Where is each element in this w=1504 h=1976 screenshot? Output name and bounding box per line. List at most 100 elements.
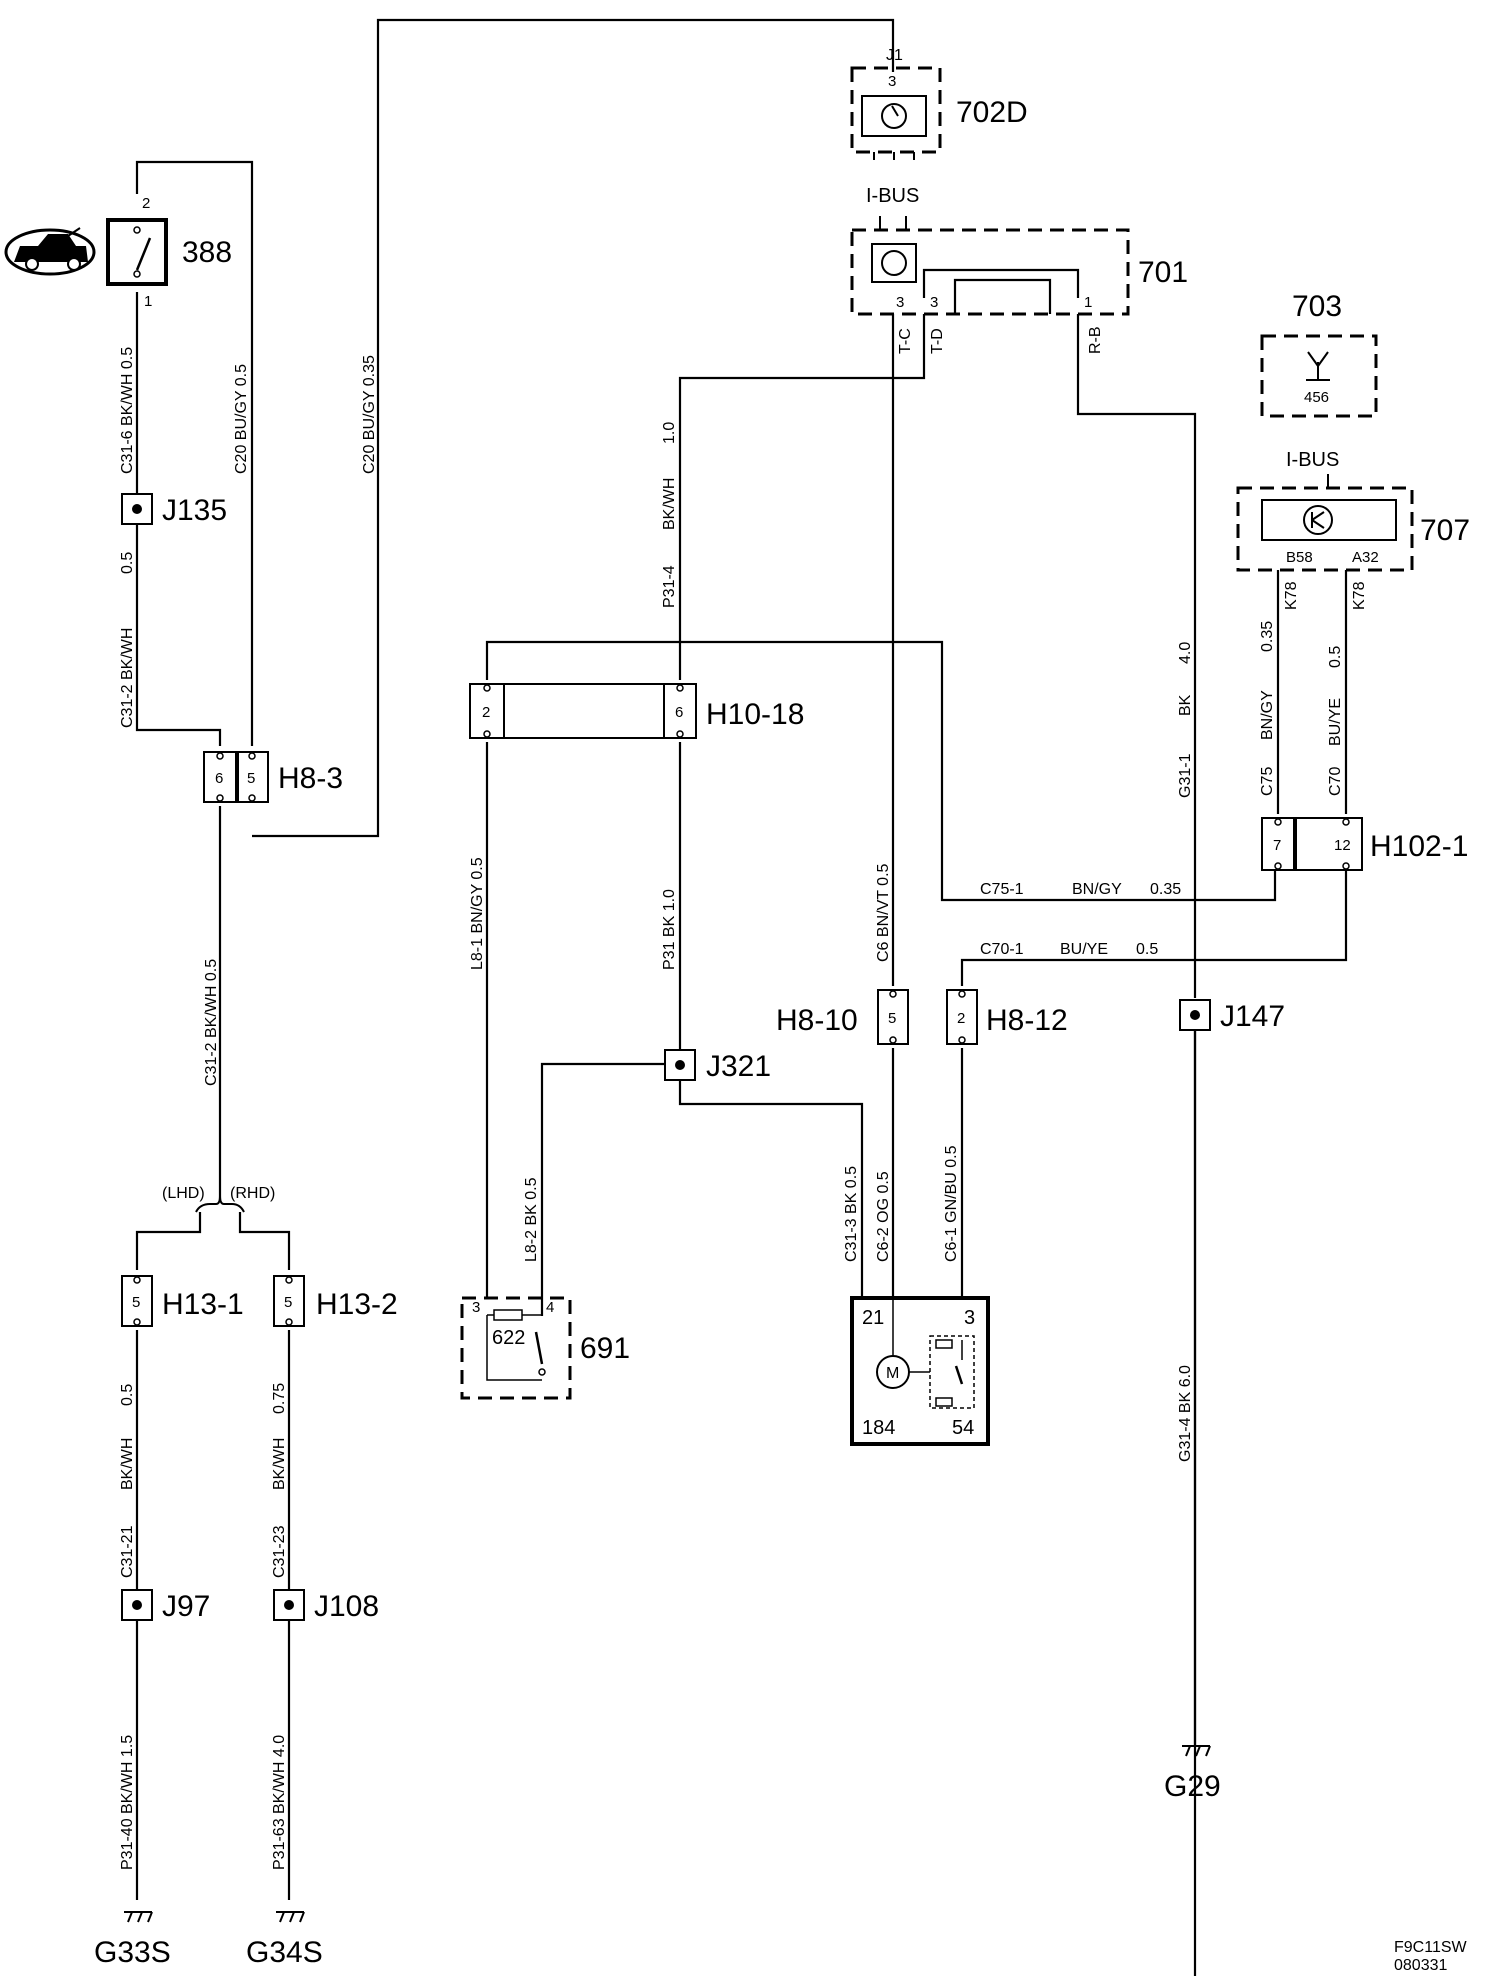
pin-label: 21 xyxy=(862,1307,884,1329)
junction-label: J97 xyxy=(162,1590,210,1623)
connector-label: J1 xyxy=(886,47,903,64)
connector-h8-12: 2 H8-12 xyxy=(946,989,1068,1045)
connector-h8-10: 5 H8-10 xyxy=(776,989,909,1045)
wire-p31-4 xyxy=(678,314,926,680)
pin-label: 5 xyxy=(284,1294,292,1311)
wire-701-bracket xyxy=(953,278,1052,314)
ground-g33s: G33S xyxy=(94,1911,171,1969)
terminal-label: T-D xyxy=(929,328,946,354)
wire-labels: C31-6 BK/WH 0.5 C20 BU/GY 0.5 C20 BU/GY … xyxy=(119,347,1344,1870)
pin-label: 2 xyxy=(482,704,490,721)
wire-label-c20-a: C20 BU/GY 0.5 xyxy=(233,364,250,474)
junction-j108: J108 xyxy=(273,1589,379,1623)
connector-h8-3: 6 5 H8-3 xyxy=(203,751,343,803)
connector-h13-2: 5 H13-2 xyxy=(273,1275,398,1327)
junction-j321: J321 xyxy=(664,1049,771,1083)
component-687h: 21 3 184 54 M xyxy=(850,1296,990,1446)
wire-g31-1 xyxy=(1076,314,1197,998)
variant-label: (RHD) xyxy=(230,1185,275,1202)
ground-label: G29 xyxy=(1164,1770,1221,1803)
pin-label: 6 xyxy=(215,770,223,787)
antenna-icon xyxy=(1306,351,1330,381)
connector-label: H10-18 xyxy=(706,698,804,731)
connector-h10-18: 2 6 H10-18 xyxy=(469,683,804,739)
component-label: 691 xyxy=(580,1332,630,1365)
pin-label: 5 xyxy=(888,1010,896,1027)
wire-label-c75-col: BN/GY xyxy=(1259,690,1276,740)
junction-label: J108 xyxy=(314,1590,379,1623)
wire-label-c75-num: 0.35 xyxy=(1259,621,1276,652)
pin-label: 7 xyxy=(1273,837,1281,854)
junction-j135: J135 xyxy=(121,493,227,527)
pin-label: 4 xyxy=(546,1299,554,1316)
wire-label-l8-1: L8-1 BN/GY 0.5 xyxy=(469,857,486,970)
wire-label-c31-3: C31-3 BK 0.5 xyxy=(843,1166,860,1262)
junction-label: J135 xyxy=(162,494,227,527)
wire-label-c75-1-num: 0.35 xyxy=(1150,881,1181,898)
component-label: 388 xyxy=(182,236,232,269)
ground-label: G33S xyxy=(94,1936,171,1969)
pin-label: 5 xyxy=(132,1294,140,1311)
component-691: 3 4 622 691 xyxy=(460,1296,630,1400)
junction-j147: J147 xyxy=(1179,999,1285,1033)
bus-label: I-BUS xyxy=(866,185,919,207)
connector-h13-1: 5 H13-1 xyxy=(121,1275,244,1327)
wire-label-c6-1: C6-1 GN/BU 0.5 xyxy=(943,1145,960,1262)
connector-label: H13-2 xyxy=(316,1288,398,1321)
pin-label: 1 xyxy=(1084,294,1092,311)
ground-g34s: G34S xyxy=(246,1911,323,1969)
junction-label: J321 xyxy=(706,1050,771,1083)
wire-label-c70-1-col: BU/YE xyxy=(1060,941,1108,958)
bus-label: I-BUS xyxy=(1286,449,1339,471)
pin-label: 12 xyxy=(1334,837,1351,854)
terminal-label: T-C xyxy=(897,328,914,354)
component-703: 703 456 xyxy=(1260,290,1378,418)
module-icon xyxy=(881,250,907,276)
junction-j97: J97 xyxy=(121,1589,210,1623)
wire-label-c31-23-col: BK/WH xyxy=(271,1438,288,1490)
wire-label-c70-col: BU/YE xyxy=(1327,698,1344,746)
terminal-label: K78 xyxy=(1351,581,1368,610)
wire-label-c70: C70 xyxy=(1327,767,1344,796)
wire-388-loop xyxy=(135,160,254,746)
wire-label-c31-6: C31-6 BK/WH 0.5 xyxy=(119,347,136,474)
variant-label: (LHD) xyxy=(162,1185,205,1202)
wire-label-g31-1-col: BK xyxy=(1177,694,1194,716)
wire-label-g31-1-num: 4.0 xyxy=(1177,642,1194,664)
sensor-icon xyxy=(881,103,907,129)
wire-label-c31-2a: C31-2 BK/WH xyxy=(119,628,136,728)
component-label: 707 xyxy=(1420,514,1470,547)
wire-label-c75: C75 xyxy=(1259,767,1276,796)
connector-h102-1: 7 12 H102-1 xyxy=(1261,817,1468,871)
wire-rhd-branch xyxy=(238,1212,291,1270)
wire-label-p31-4-col: BK/WH xyxy=(661,478,678,530)
wire-label-c70-1: C70-1 xyxy=(980,941,1024,958)
wire-label-p31-40: P31-40 BK/WH 1.5 xyxy=(119,1735,136,1870)
wire-label-c75-1: C75-1 xyxy=(980,881,1024,898)
component-707: I-BUS B58 A32 707 K78 K78 xyxy=(1236,449,1470,610)
junction-label: J147 xyxy=(1220,1000,1285,1033)
connector-label: H102-1 xyxy=(1370,830,1468,863)
terminal-label: K78 xyxy=(1283,581,1300,610)
pin-label: 2 xyxy=(142,195,150,212)
footer: F9C11SW 080331 xyxy=(1394,1939,1468,1974)
wire-l8-2 xyxy=(540,1062,664,1316)
component-number: 456 xyxy=(1304,389,1329,406)
wire-label-c6-2: C6-2 OG 0.5 xyxy=(875,1171,892,1262)
terminal-label: R-B xyxy=(1087,326,1104,354)
pin-label: 3 xyxy=(896,294,904,311)
wire-labels-horizontal: C75-1 BN/GY 0.35 C70-1 BU/YE 0.5 xyxy=(980,881,1181,958)
pin-label: 3 xyxy=(930,294,938,311)
wire-label-c75-1-col: BN/GY xyxy=(1072,881,1122,898)
wire-label-p31-63: P31-63 BK/WH 4.0 xyxy=(271,1735,288,1870)
pin-label: 3 xyxy=(888,73,896,90)
resistor-icon xyxy=(493,1309,523,1321)
wire-h1018-loop xyxy=(485,640,1277,902)
component-701: I-BUS 3 3 1 701 T-C T-D R-B xyxy=(850,185,1188,354)
pin-label: 5 xyxy=(247,770,255,787)
motor-symbol: M xyxy=(886,1365,899,1382)
wire-label-c70-1-num: 0.5 xyxy=(1136,941,1158,958)
component-label: 702D xyxy=(956,96,1028,129)
wire-label-c31-2b: C31-2 BK/WH 0.5 xyxy=(203,959,220,1086)
wire-label-c31-21-num: 0.5 xyxy=(119,1384,136,1406)
